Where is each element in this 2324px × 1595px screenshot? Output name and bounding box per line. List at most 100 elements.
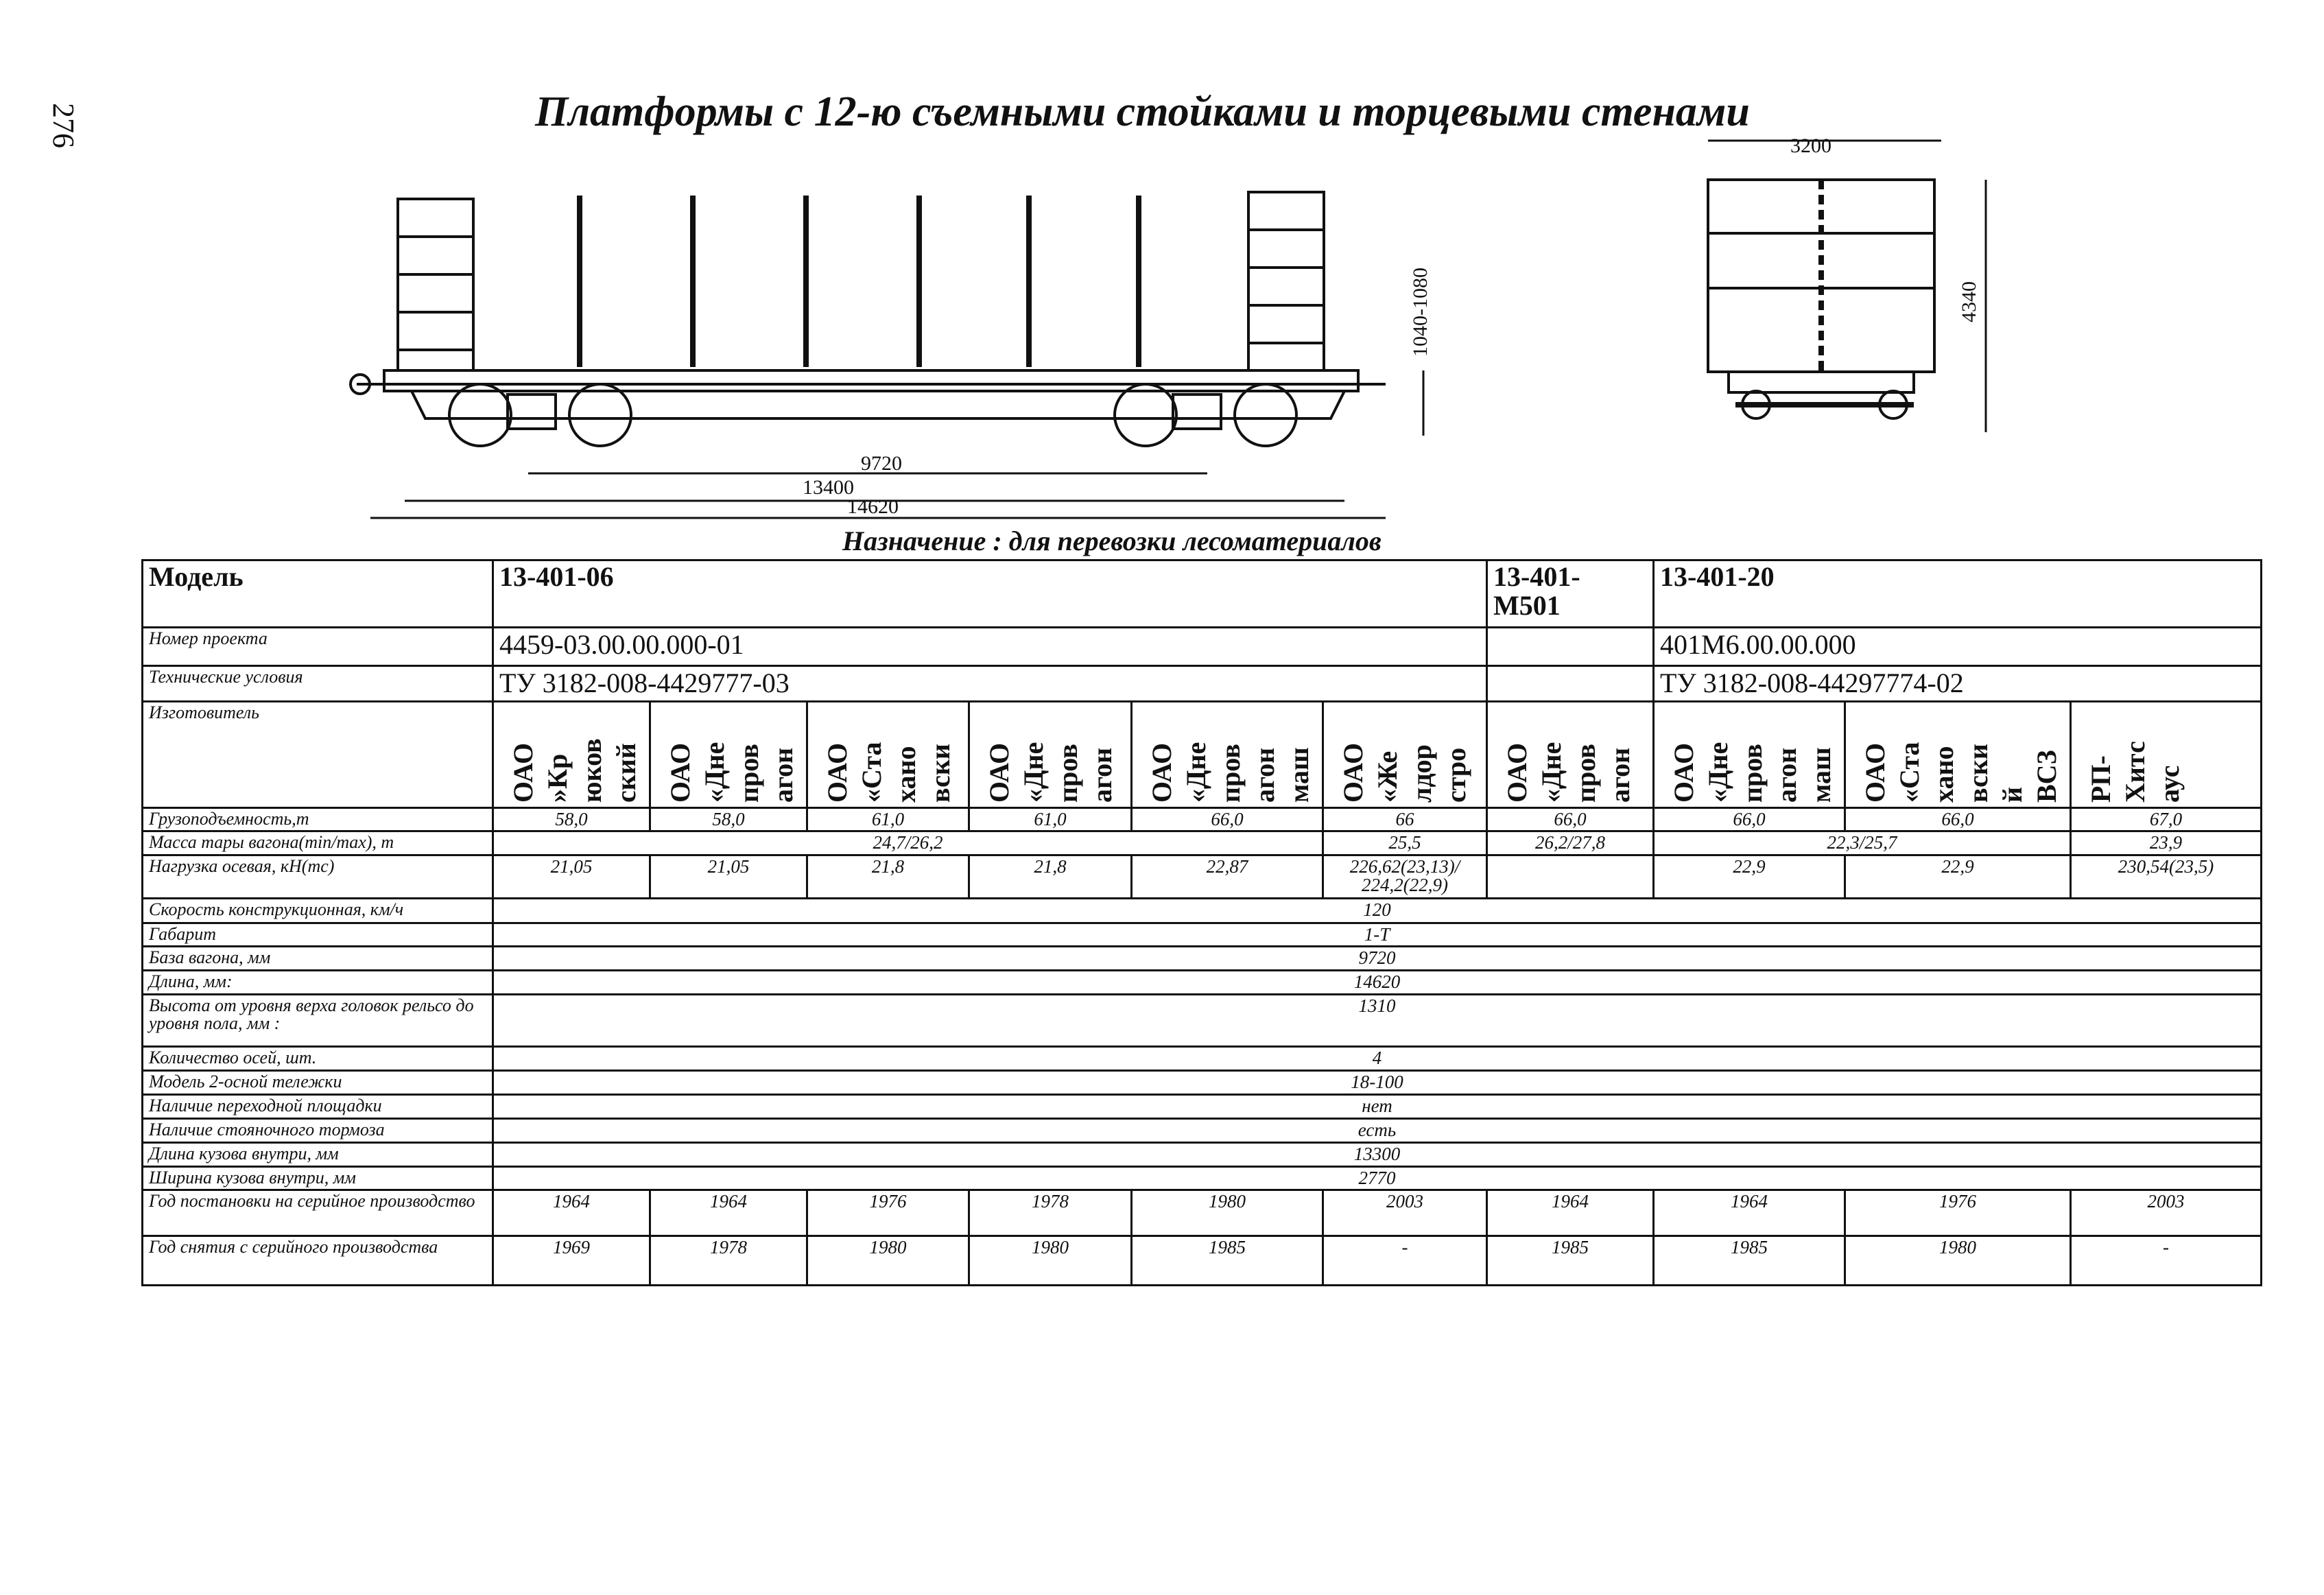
value-cell <box>1486 854 1655 899</box>
value-cell: 25,5 <box>1322 830 1488 856</box>
value-cell: 22,9 <box>1844 854 2072 899</box>
value-cell: есть <box>492 1118 2262 1144</box>
value-cell: 1964 <box>492 1189 651 1237</box>
value-cell: 1980 <box>1130 1189 1324 1237</box>
value-cell: 14620 <box>492 969 2262 995</box>
value-cell: 2003 <box>2070 1189 2262 1237</box>
value-cell: 1964 <box>1486 1189 1655 1237</box>
value-cell: 1-Т <box>492 922 2262 947</box>
page-title: Платформы с 12-ю съемными стойками и тор… <box>535 88 1750 135</box>
side-view: 9720 13400 14620 1040-1080 <box>349 191 1432 519</box>
value-cell: 21,8 <box>968 854 1133 899</box>
table-row: Длина, мм:14620 <box>141 969 2262 995</box>
value-cell: 1985 <box>1130 1235 1324 1286</box>
value-cell: 21,8 <box>806 854 970 899</box>
manufacturer-name: ОАО «Же лдор стро <box>1338 742 1471 803</box>
specification-table: Модель 13-401-06 13-401- М501 13-401-20 … <box>141 559 2262 1286</box>
manufacturer-name: ОАО «Ста хано вски <box>822 742 956 803</box>
value-cell: 1310 <box>492 993 2262 1048</box>
tu-value <box>1486 665 1655 702</box>
manufacturer-name: ОАО «Ста хано вски й ВСЗ <box>1860 742 2062 803</box>
table-row: Количество осей, шт.4 <box>141 1045 2262 1072</box>
model-13-401-m501: 13-401- М501 <box>1486 559 1655 628</box>
row-label: Грузоподъемность,т <box>141 807 494 832</box>
value-cell: 67,0 <box>2070 807 2262 832</box>
value-cell: 1978 <box>649 1235 808 1286</box>
row-label: Высота от уровня верха головок рельсо до… <box>141 993 494 1048</box>
manufacturer-cell: ОАО «Дне пров агон маш <box>1652 700 1846 809</box>
model-13-401-06: 13-401-06 <box>492 559 1488 628</box>
row-model: Модель 13-401-06 13-401- М501 13-401-20 <box>141 559 2262 628</box>
value-cell: 22,9 <box>1652 854 1846 899</box>
value-cell: 2003 <box>1322 1189 1488 1237</box>
value-cell: 226,62(23,13)/ 224,2(22,9) <box>1322 854 1488 899</box>
manufacturer-name: ОАО »Кр юков ский <box>508 738 641 803</box>
value-cell: - <box>2070 1235 2262 1286</box>
manufacturer-name: ОАО «Дне пров агон <box>984 742 1117 803</box>
value-cell: - <box>1322 1235 1488 1286</box>
value-cell: 1980 <box>968 1235 1133 1286</box>
row-tu: Технические условия ТУ 3182-008-4429777-… <box>141 665 2262 702</box>
value-cell: 66,0 <box>1130 807 1324 832</box>
manufacturer-cell: ОАО «Ста хано вски й ВСЗ <box>1844 700 2072 809</box>
value-cell: 9720 <box>492 945 2262 971</box>
manufacturer-cell: ОАО «Дне пров агон <box>649 700 808 809</box>
value-cell: 66,0 <box>1486 807 1655 832</box>
value-cell: 1964 <box>1652 1189 1846 1237</box>
row-project: Номер проекта 4459-03.00.00.000-01 401М6… <box>141 626 2262 667</box>
value-cell: 61,0 <box>968 807 1133 832</box>
manufacturer-name: ОАО «Дне пров агон маш <box>1146 742 1314 803</box>
dim-end-width: 3200 <box>1790 134 1831 157</box>
dim-height: 1040-1080 <box>1409 268 1432 357</box>
value-cell: 26,2/27,8 <box>1486 830 1655 856</box>
project-value: 401М6.00.00.000 <box>1652 626 2262 667</box>
row-label: Наличие переходной площадки <box>141 1094 494 1120</box>
manufacturer-name: РП- Хитс аус <box>2085 741 2185 803</box>
value-cell: 1976 <box>1844 1189 2072 1237</box>
row-label: Скорость конструкционная, км/ч <box>141 897 494 924</box>
manufacturer-cell: ОАО «Дне пров агон маш <box>1130 700 1324 809</box>
manufacturer-name: ОАО «Дне пров агон маш <box>1668 742 1836 803</box>
manufacturer-name: ОАО «Дне пров агон <box>665 742 798 803</box>
value-cell: 2770 <box>492 1166 2262 1191</box>
row-label: Ширина кузова внутри, мм <box>141 1166 494 1191</box>
value-cell: 13300 <box>492 1142 2262 1168</box>
value-cell: 1978 <box>968 1189 1133 1237</box>
value-cell: 1985 <box>1652 1235 1846 1286</box>
label-tu: Технические условия <box>141 665 494 702</box>
value-cell: 120 <box>492 897 2262 924</box>
dim-total-length: 14620 <box>847 495 899 518</box>
value-cell: 230,54(23,5) <box>2070 854 2262 899</box>
value-cell: 21,05 <box>649 854 808 899</box>
value-cell: 58,0 <box>649 807 808 832</box>
value-cell: 1980 <box>1844 1235 2072 1286</box>
value-cell: 23,9 <box>2070 830 2262 856</box>
dim-base: 9720 <box>861 452 902 475</box>
row-label: Год снятия с серийного производства <box>141 1235 494 1286</box>
row-label: База вагона, мм <box>141 945 494 971</box>
manufacturer-cell: ОАО «Дне пров агон <box>968 700 1133 809</box>
value-cell: 66 <box>1322 807 1488 832</box>
purpose-caption: Назначение : для перевозки лесоматериало… <box>842 525 1382 556</box>
manufacturer-cell: ОАО «Ста хано вски <box>806 700 970 809</box>
table-row: Высота от уровня верха головок рельсо до… <box>141 993 2262 1048</box>
value-cell: 1969 <box>492 1235 651 1286</box>
label-project: Номер проекта <box>141 626 494 667</box>
value-cell: 1976 <box>806 1189 970 1237</box>
row-label: Длина, мм: <box>141 969 494 995</box>
value-cell: 18-100 <box>492 1070 2262 1096</box>
manufacturer-name: ОАО «Дне пров агон <box>1502 742 1635 803</box>
value-cell: 4 <box>492 1045 2262 1072</box>
row-label: Длина кузова внутри, мм <box>141 1142 494 1168</box>
dim-end-height: 4340 <box>1958 281 1980 322</box>
row-label: Габарит <box>141 922 494 947</box>
